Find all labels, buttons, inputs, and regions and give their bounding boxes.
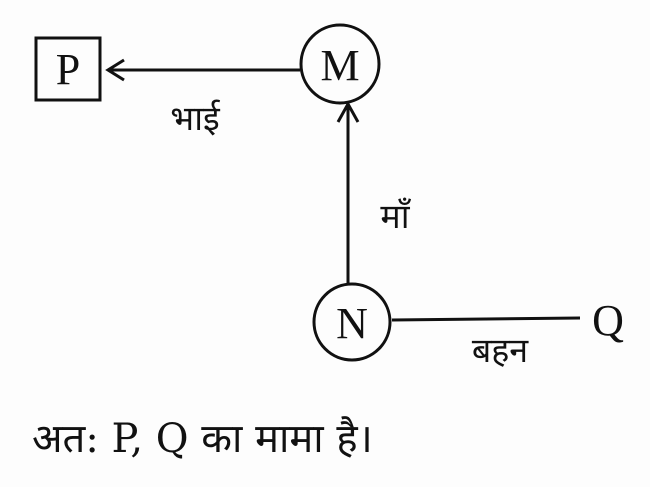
node-p-label: P (56, 45, 80, 94)
node-q-label: Q (592, 296, 624, 345)
node-m-circle (299, 23, 381, 105)
node-m-label: M (320, 41, 359, 90)
edge-label-brother: भाई (170, 99, 221, 139)
conclusion-text: अत: P, Q का मामा है। (32, 416, 373, 462)
arrowhead-up-icon (336, 100, 360, 123)
edge-label-sister: बहन (472, 331, 529, 371)
edge-n-q (391, 316, 581, 322)
arrowhead-left-icon (105, 58, 125, 82)
node-n-circle (312, 282, 392, 362)
node-n-label: N (336, 299, 368, 348)
node-p-box (34, 36, 102, 102)
edge-label-mother: माँ (380, 197, 411, 237)
